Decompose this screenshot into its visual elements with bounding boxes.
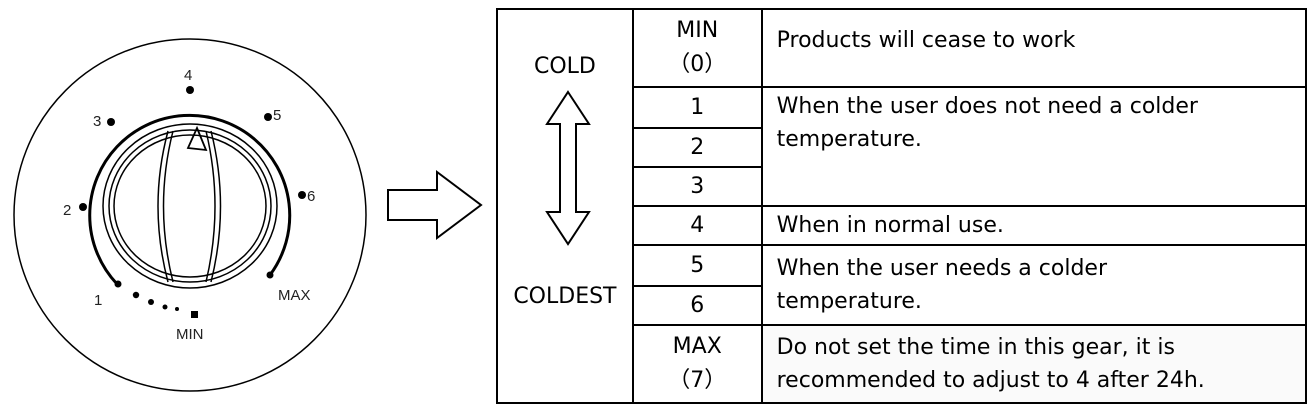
dial-label-6: 6 (307, 188, 315, 205)
coldest-label: COLDEST (513, 284, 617, 309)
desc-cell-min: Products will cease to work (760, 8, 1307, 88)
double-arrow-icon (545, 90, 591, 246)
cold-label: COLD (533, 54, 596, 79)
thermostat-dial: 4 3 5 2 6 1 MAX MIN (13, 38, 367, 392)
dial-label-4: 4 (184, 67, 192, 84)
table-row: 6 (497, 285, 1306, 326)
pointer-triangle-icon (186, 125, 208, 152)
dial-label-2: 2 (63, 202, 71, 219)
table-row: 2 (497, 127, 1306, 168)
table-row: 4 When in normal use. (497, 205, 1307, 246)
gear-cell-min: MIN （0） (631, 8, 763, 88)
dial-knob (102, 123, 278, 289)
dial-label-1: 1 (94, 292, 102, 309)
gear-cell-6: 6 (631, 285, 763, 326)
temperature-settings-table: COLD COLDEST MIN （0） Products will cease… (496, 8, 1307, 404)
dial-outer-ring (13, 38, 367, 392)
right-arrow-icon (387, 170, 483, 240)
dial-label-min: MIN (176, 326, 204, 343)
table-row: COLD COLDEST MIN （0） Products will cease… (496, 8, 1307, 404)
min-square-marker (191, 311, 198, 318)
dial-label-3: 3 (93, 113, 101, 130)
dial-label-5: 5 (273, 107, 281, 124)
desc-cell-max: Do not set the time in this gear, it is … (760, 324, 1307, 404)
dial-scale-dots (79, 86, 306, 311)
table-row: 5 When the user needs a colder temperatu… (497, 244, 1307, 326)
gear-cell-max: MAX （7） (631, 324, 763, 404)
dial-scale-arc (88, 113, 292, 286)
gear-cell-1: 1 (631, 86, 763, 129)
gear-cell-3: 3 (631, 166, 763, 207)
table-row: 1 When the user does not need a colder t… (497, 86, 1307, 207)
desc-cell-5-6: When the user needs a colder temperature… (760, 244, 1307, 326)
cold-coldest-scale: COLD COLDEST (496, 8, 634, 404)
desc-cell-4: When in normal use. (760, 205, 1307, 246)
gear-cell-5: 5 (631, 244, 763, 287)
table-row: MAX （7） Do not set the time in this gear… (497, 324, 1307, 404)
gear-cell-4: 4 (631, 205, 763, 246)
dial-label-max: MAX (278, 287, 311, 304)
gear-cell-2: 2 (631, 127, 763, 168)
table-row: 3 (497, 166, 1306, 207)
desc-cell-1-3: When the user does not need a colder tem… (760, 86, 1307, 207)
